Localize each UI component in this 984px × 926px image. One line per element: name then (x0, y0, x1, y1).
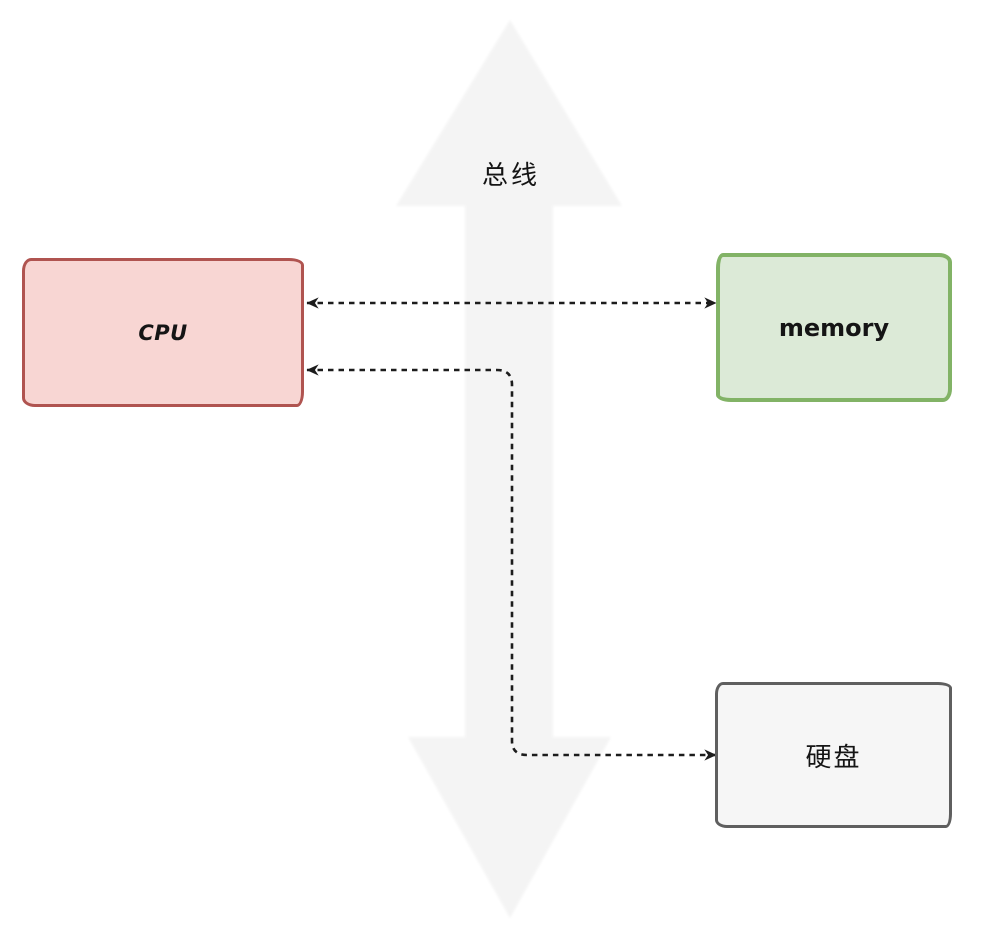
cpu-disk-dashed-arrow (306, 364, 717, 761)
node-cpu: CPU (22, 258, 304, 407)
node-memory: memory (716, 253, 952, 402)
node-cpu-label: CPU (138, 320, 188, 345)
bus-label: 总线 (481, 160, 540, 191)
node-disk: 硬盘 (715, 682, 952, 828)
node-disk-label: 硬盘 (805, 742, 862, 773)
node-memory-label: memory (778, 313, 890, 342)
